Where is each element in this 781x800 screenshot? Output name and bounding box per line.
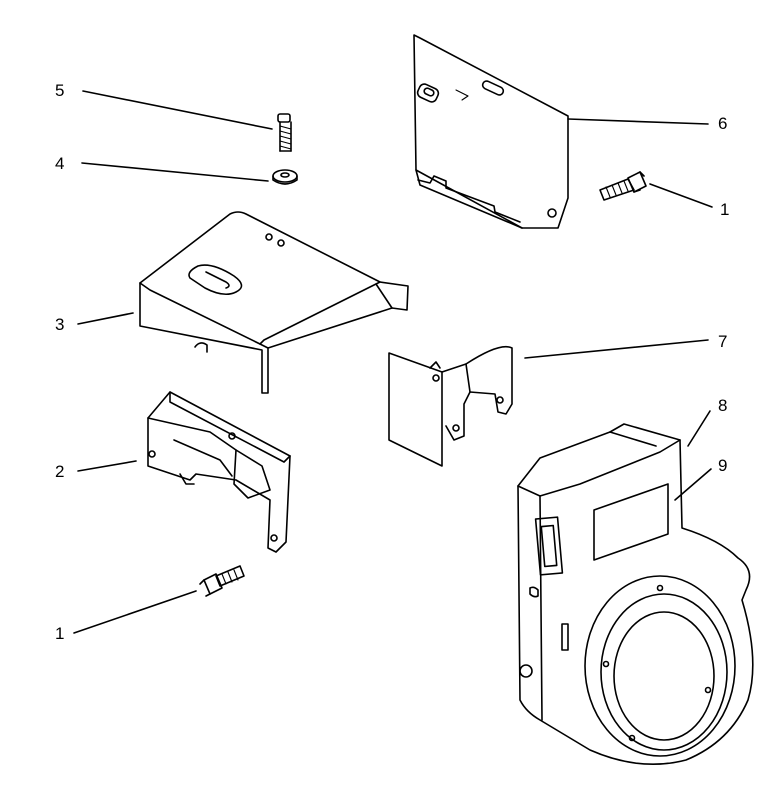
part-3-cover	[139, 211, 409, 394]
callout-2: 2	[55, 462, 65, 481]
part-6-plate	[413, 34, 569, 229]
part-7-bracket	[388, 345, 513, 467]
callout-8: 8	[718, 396, 728, 415]
part-1-bolt-bottom	[199, 565, 245, 597]
callout-4: 4	[55, 154, 65, 173]
callout-6: 6	[718, 114, 728, 133]
part-1-bolt-top	[599, 171, 647, 201]
part-9-label	[593, 483, 669, 561]
part-4-washer	[272, 169, 298, 185]
part-8-blower-housing	[517, 423, 754, 766]
callout-1-bottom: 1	[55, 624, 65, 643]
leader-lines	[73, 90, 713, 634]
callout-3: 3	[55, 315, 65, 334]
callout-9: 9	[718, 456, 728, 475]
callout-5: 5	[55, 81, 65, 100]
callout-1-top: 1	[720, 200, 730, 219]
part-2-bracket	[147, 391, 291, 553]
callout-7: 7	[718, 332, 728, 351]
part-5-screw	[277, 113, 292, 152]
